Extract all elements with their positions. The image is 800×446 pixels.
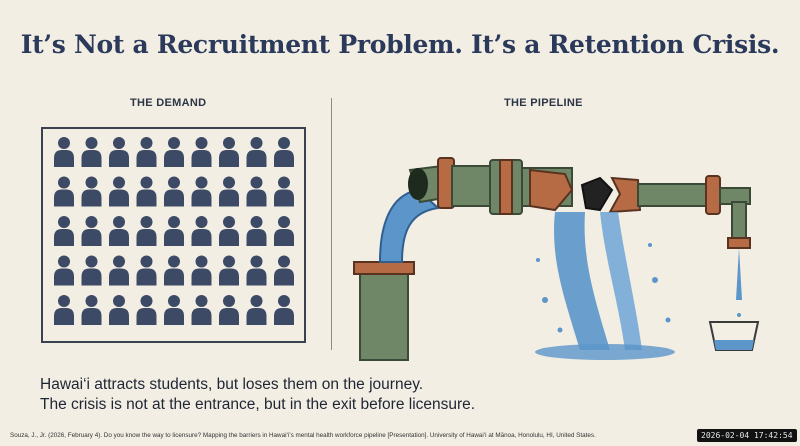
person-icon: [246, 216, 267, 246]
person-icon: [219, 137, 239, 167]
pipe-crack-hole: [580, 176, 614, 212]
person-icon: [274, 295, 294, 325]
person-icon: [219, 216, 239, 246]
person-icon: [81, 216, 102, 246]
person-icon: [246, 137, 267, 167]
person-icon: [191, 176, 212, 207]
person-icon: [109, 216, 129, 246]
pipe-segment-3: [637, 183, 711, 207]
person-icon: [274, 255, 294, 286]
pipe-flange-bottom: [353, 261, 415, 275]
pipe-spout-cap: [727, 237, 751, 249]
caption-line-2: The crisis is not at the entrance, but i…: [40, 396, 476, 413]
person-icon: [164, 255, 184, 286]
person-icon: [191, 137, 212, 167]
person-icon: [274, 216, 294, 246]
person-icon: [54, 216, 74, 246]
water-stream-left: [378, 188, 441, 263]
person-icon: [274, 137, 294, 167]
slide-title: It’s Not a Recruitment Problem. It’s a R…: [20, 30, 780, 59]
section-divider: [331, 98, 332, 350]
pipe-opening: [408, 168, 428, 200]
pipe-coupler-band: [499, 159, 513, 215]
water-puddle: [535, 344, 675, 360]
pipe-vertical: [359, 269, 409, 361]
person-icon: [191, 255, 212, 286]
demand-people-grid: [41, 127, 306, 343]
water-leak-2: [600, 212, 642, 350]
person-icon: [191, 295, 212, 325]
water-drip: [736, 248, 742, 300]
person-icon: [164, 295, 184, 325]
person-icon: [54, 176, 74, 207]
person-icon: [81, 176, 102, 207]
pipe-flange-right: [705, 175, 721, 215]
person-icon: [191, 216, 212, 246]
person-icon: [109, 176, 129, 207]
bucket-water: [714, 340, 754, 350]
person-icon: [54, 137, 74, 167]
person-icon: [274, 176, 294, 207]
person-icon: [81, 255, 102, 286]
person-icon: [109, 137, 129, 167]
person-icon: [81, 295, 102, 325]
people-grid-svg: [54, 137, 294, 325]
pipeline-label: THE PIPELINE: [504, 97, 583, 109]
demand-label: THE DEMAND: [130, 97, 207, 109]
caption-line-1: Hawai‘i attracts students, but loses the…: [40, 376, 424, 393]
person-icon: [246, 176, 267, 207]
person-icon: [219, 255, 239, 286]
person-icon: [136, 176, 157, 207]
person-icon: [136, 216, 157, 246]
citation-text: Souza, J., Jr. (2026, February 4). Do yo…: [10, 432, 596, 439]
person-icon: [164, 176, 184, 207]
person-icon: [164, 216, 184, 246]
pipe-rust-break-1: [529, 168, 574, 212]
person-icon: [136, 255, 157, 286]
person-icon: [136, 295, 157, 325]
slide-caption: Hawai‘i attracts students, but loses the…: [40, 375, 475, 415]
person-icon: [109, 295, 129, 325]
person-icon: [164, 137, 184, 167]
person-icon: [136, 137, 157, 167]
pipe-rust-break-2: [608, 176, 642, 214]
person-icon: [246, 255, 267, 286]
broken-pipe-illustration: [353, 157, 760, 361]
person-icon: [81, 137, 102, 167]
timestamp-badge: 2026-02-04 17:42:54: [697, 429, 797, 442]
person-icon: [109, 255, 129, 286]
person-icon: [54, 295, 74, 325]
person-icon: [219, 176, 239, 207]
water-leak-1: [554, 212, 610, 350]
person-icon: [246, 295, 267, 325]
person-icon: [219, 295, 239, 325]
person-icon: [54, 255, 74, 286]
